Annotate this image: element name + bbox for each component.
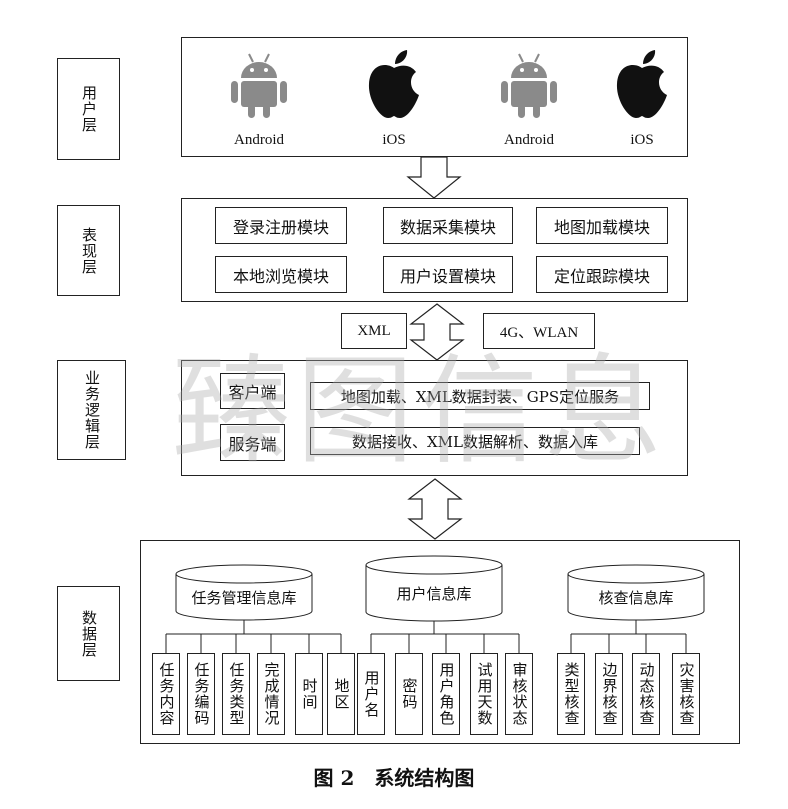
module-map-loading: 地图加载模块	[536, 207, 668, 244]
business-layer-panel: 客户端 地图加载、XML数据封装、GPS定位服务 服务端 数据接收、XML数据解…	[181, 360, 688, 476]
field-task-content-text: 任务内容	[157, 662, 176, 726]
field-completion-text: 完成情况	[262, 662, 281, 726]
field-trial-days: 试用天数	[470, 653, 498, 735]
module-location-tracking: 定位跟踪模块	[536, 256, 668, 293]
field-type-check: 类型核查	[557, 653, 585, 735]
layer-label-presentation: 表现层	[57, 205, 120, 296]
platform-label: Android	[234, 131, 284, 148]
platform-android-1: Android	[224, 50, 294, 150]
layer-label-presentation-text: 表现层	[80, 226, 98, 275]
database-user-info: 用户信息库	[396, 584, 472, 603]
field-task-content: 任务内容	[152, 653, 180, 735]
field-task-type-text: 任务类型	[227, 662, 246, 726]
apple-icon	[616, 50, 667, 118]
field-trial-days-text: 试用天数	[475, 662, 494, 726]
field-task-code-text: 任务编码	[192, 662, 211, 726]
field-region-text: 地区	[332, 678, 351, 710]
module-login-register: 登录注册模块	[215, 207, 347, 244]
layer-label-user: 用户层	[57, 58, 120, 160]
module-local-browse: 本地浏览模块	[215, 256, 347, 293]
database-verification: 核查信息库	[598, 588, 674, 607]
xml-tag: XML	[341, 313, 407, 349]
field-password: 密码	[395, 653, 423, 735]
platform-ios-1: iOS	[354, 48, 434, 150]
database-task-management: 任务管理信息库	[191, 588, 297, 607]
field-dynamic-check-text: 动态核查	[637, 662, 656, 726]
field-region: 地区	[327, 653, 355, 735]
field-username-text: 用户名	[362, 670, 381, 718]
field-user-role: 用户角色	[432, 653, 460, 735]
field-password-text: 密码	[400, 678, 419, 710]
server-label: 服务端	[220, 424, 285, 461]
arrow-down-icon	[406, 157, 462, 199]
field-type-check-text: 类型核查	[562, 662, 581, 726]
field-boundary-check: 边界核查	[595, 653, 623, 735]
field-review-status-text: 审核状态	[510, 662, 529, 726]
field-task-code: 任务编码	[187, 653, 215, 735]
apple-icon	[368, 50, 419, 118]
layer-label-data-text: 数据层	[80, 609, 98, 658]
field-boundary-check-text: 边界核查	[600, 662, 619, 726]
layer-label-data: 数据层	[57, 586, 120, 681]
network-tag: 4G、WLAN	[483, 313, 595, 349]
field-disaster-check: 灾害核查	[672, 653, 700, 735]
field-dynamic-check: 动态核查	[632, 653, 660, 735]
data-layer-panel: 任务管理信息库 用户信息库 核查信息库 任务内容 任务编码 任务类型 完成情况 …	[140, 540, 740, 744]
field-user-role-text: 用户角色	[437, 662, 456, 726]
platform-label: Android	[504, 131, 554, 148]
presentation-layer-panel: 登录注册模块 数据采集模块 地图加载模块 本地浏览模块 用户设置模块 定位跟踪模…	[181, 198, 688, 302]
arrow-bidirectional-icon	[409, 303, 465, 361]
database-tree-lines	[165, 555, 705, 653]
client-description: 地图加载、XML数据封装、GPS定位服务	[310, 382, 650, 410]
layer-label-user-text: 用户层	[80, 85, 98, 133]
layer-label-business-text: 业务逻辑层	[83, 370, 101, 450]
platform-label: iOS	[630, 131, 654, 148]
field-review-status: 审核状态	[505, 653, 533, 735]
module-user-settings: 用户设置模块	[383, 256, 513, 293]
field-task-type: 任务类型	[222, 653, 250, 735]
user-layer-panel: Android iOS Android	[181, 37, 688, 157]
client-label: 客户端	[220, 373, 285, 409]
arrow-bidirectional-icon	[407, 478, 463, 540]
server-description: 数据接收、XML数据解析、数据入库	[310, 427, 640, 455]
platform-label: iOS	[382, 131, 406, 148]
field-disaster-check-text: 灾害核查	[677, 662, 696, 726]
platform-ios-2: iOS	[602, 48, 682, 150]
field-time: 时间	[295, 653, 323, 735]
figure-caption: 图 2 系统结构图	[313, 765, 475, 790]
layer-label-business: 业务逻辑层	[57, 360, 126, 460]
field-completion: 完成情况	[257, 653, 285, 735]
field-username: 用户名	[357, 653, 385, 735]
android-icon	[231, 53, 287, 118]
field-time-text: 时间	[300, 678, 319, 710]
module-data-collection: 数据采集模块	[383, 207, 513, 244]
platform-android-2: Android	[494, 50, 564, 150]
android-icon	[501, 53, 557, 118]
